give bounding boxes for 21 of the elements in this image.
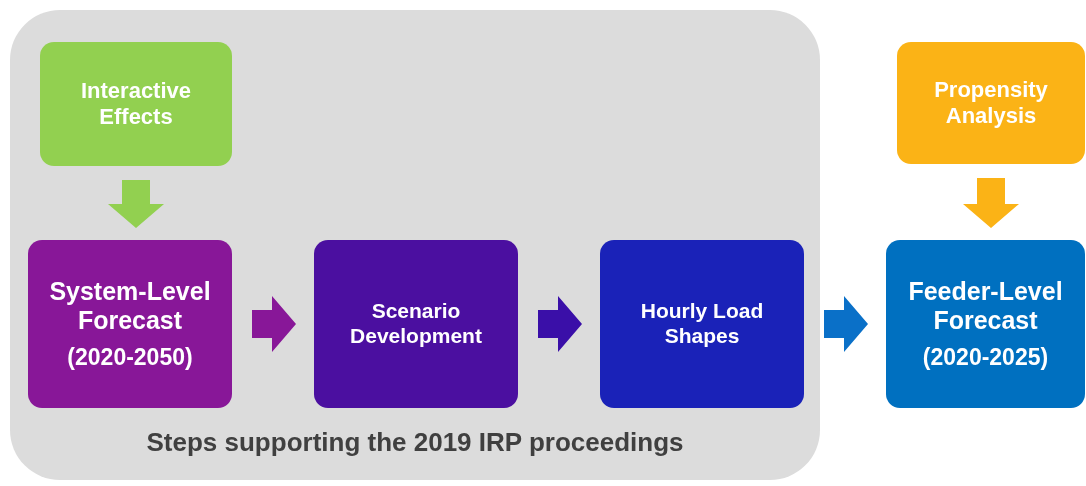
block-arrow — [824, 296, 868, 352]
process-box — [28, 240, 232, 408]
process-box — [314, 240, 518, 408]
box-title: System-Level Forecast — [48, 276, 212, 336]
box-title: Interactive Effects — [79, 78, 193, 130]
block-arrow — [963, 178, 1019, 228]
block-arrow — [108, 180, 164, 228]
process-box — [886, 240, 1085, 408]
process-box — [600, 240, 804, 408]
block-arrow — [252, 296, 296, 352]
process-box — [40, 42, 232, 166]
box-title: Feeder-Level Forecast — [907, 276, 1064, 336]
block-arrow — [538, 296, 582, 352]
date-range: (2020-2050) — [67, 343, 193, 372]
box-title: Propensity Analysis — [933, 77, 1049, 129]
process-box — [897, 42, 1085, 164]
panel-caption: Steps supporting the 2019 IRP proceedings — [145, 427, 685, 458]
box-title: Scenario Development — [349, 299, 483, 349]
box-title: Hourly Load Shapes — [639, 299, 765, 349]
date-range: (2020-2025) — [922, 343, 1049, 372]
group-panel — [10, 10, 820, 480]
